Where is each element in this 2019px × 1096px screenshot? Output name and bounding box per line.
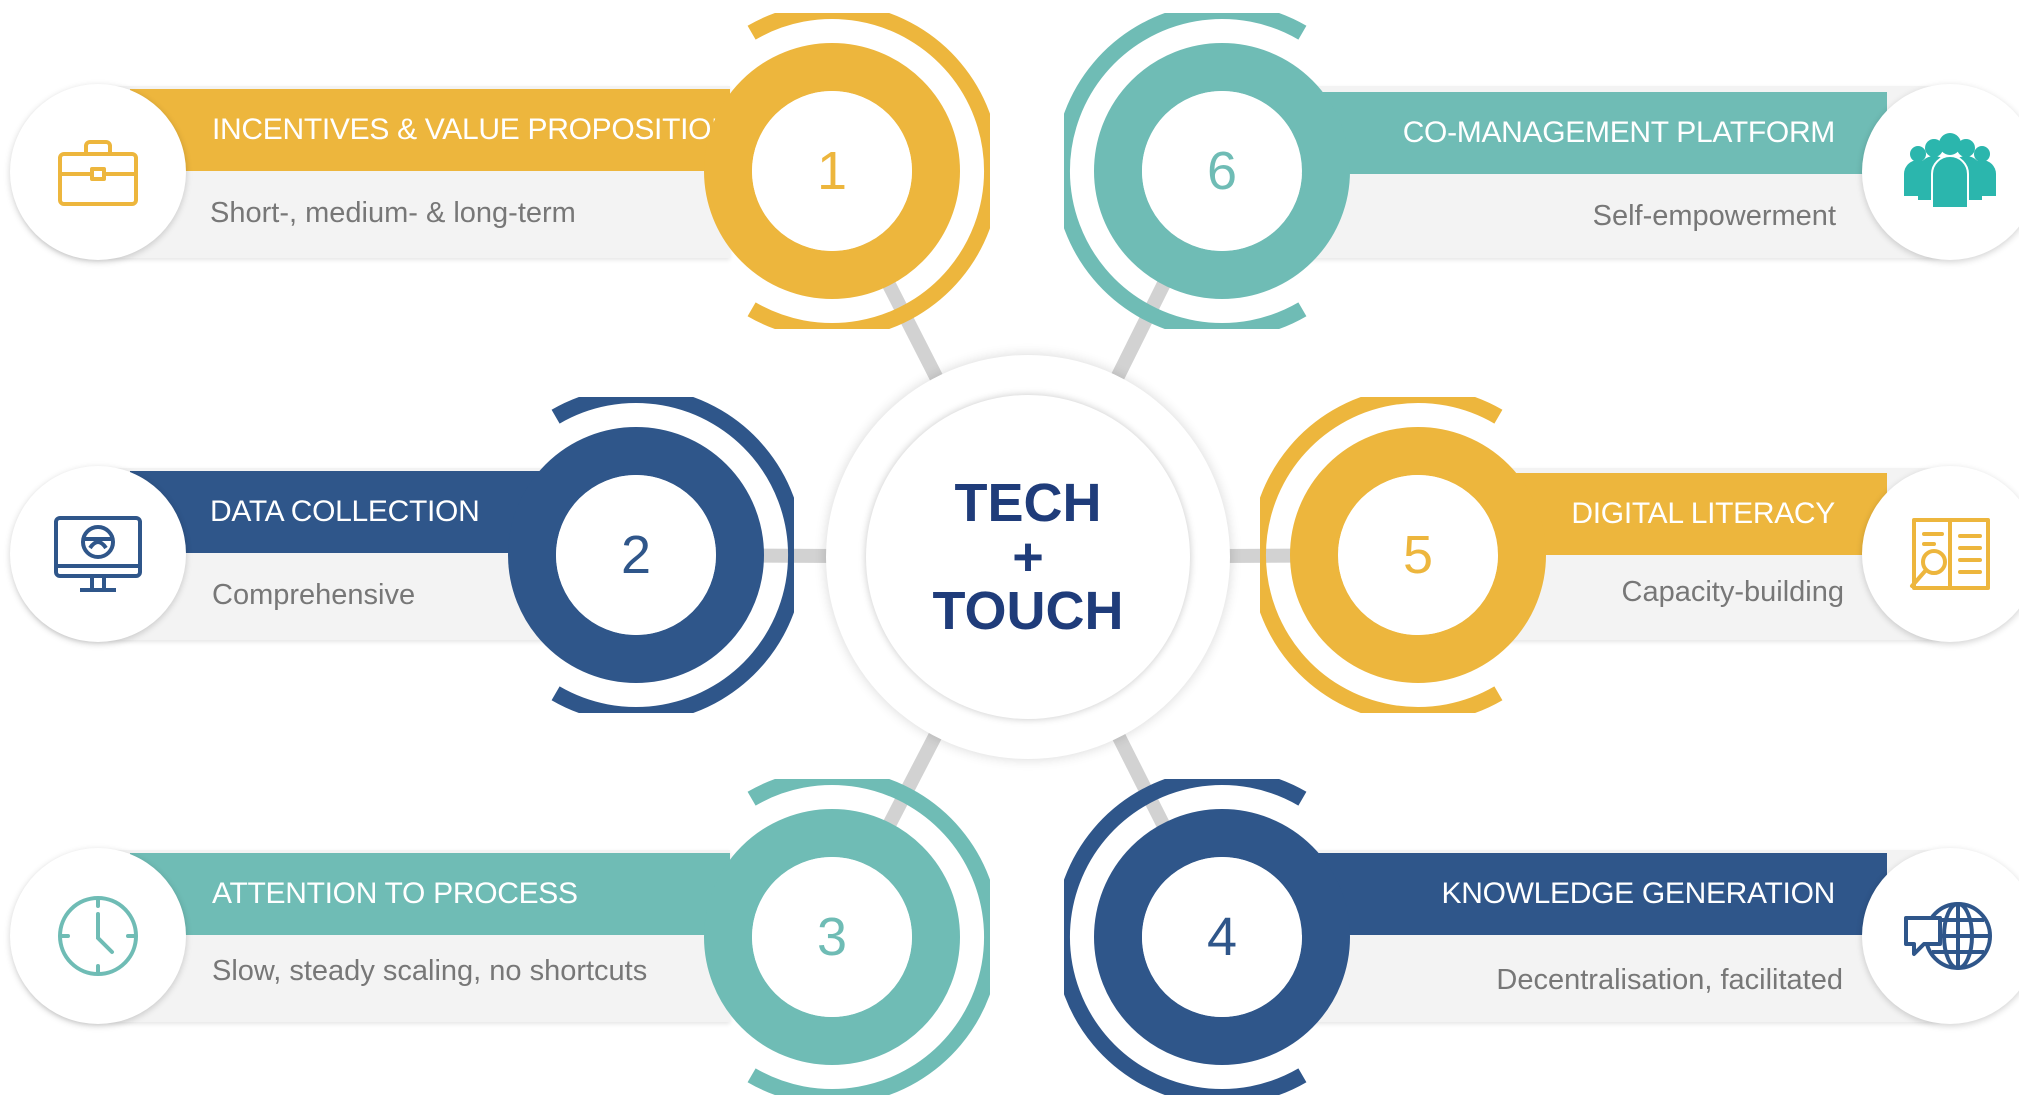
item-subtitle-3: Slow, steady scaling, no shortcuts (212, 954, 648, 987)
item-subtitle-2: Comprehensive (212, 578, 416, 611)
item-band-4: KNOWLEDGE GENERATION (1292, 853, 1887, 935)
item-ring-3: 3 (674, 779, 990, 1095)
people-group-icon (1904, 133, 1996, 209)
item-title-3: ATTENTION TO PROCESS (212, 877, 578, 910)
center-hub-inner: TECH + TOUCH (866, 395, 1190, 719)
item-subtitle-row-6: Self-empowerment (1340, 186, 1836, 246)
item-ring-2: 2 (478, 397, 794, 713)
item-subtitle-row-3: Slow, steady scaling, no shortcuts (212, 941, 712, 1001)
item-icon-badge-1 (10, 84, 186, 260)
hub-line-touch: TOUCH (932, 581, 1124, 641)
hub-line-plus: + (1012, 527, 1044, 587)
ring-graphic-3 (704, 779, 990, 1095)
ring-graphic-5 (1260, 397, 1546, 713)
item-title-6: CO-MANAGEMENT PLATFORM (1402, 116, 1836, 149)
item-band-5: DIGITAL LITERACY (1490, 473, 1887, 555)
ring-graphic-1 (704, 13, 990, 329)
item-subtitle-6: Self-empowerment (1592, 199, 1836, 232)
item-title-1: INCENTIVES & VALUE PROPOSITION (212, 113, 733, 146)
item-title-4: KNOWLEDGE GENERATION (1441, 877, 1836, 910)
item-ring-1: 1 (674, 13, 990, 329)
ring-graphic-6 (1064, 13, 1350, 329)
center-hub: TECH + TOUCH (826, 355, 1230, 759)
item-subtitle-row-4: Decentralisation, facilitated (1340, 950, 1843, 1010)
item-subtitle-4: Decentralisation, facilitated (1496, 963, 1843, 996)
item-icon-badge-2 (10, 466, 186, 642)
globe-chat-icon (1904, 902, 1992, 970)
item-number-1: 1 (816, 141, 848, 201)
briefcase-icon (58, 140, 138, 206)
clock-icon (58, 896, 138, 976)
ring-graphic-2 (508, 397, 794, 713)
hub-line-tech: TECH (954, 473, 1102, 533)
item-band-2: DATA COLLECTION (130, 471, 554, 553)
computer-monitor-icon (54, 516, 142, 592)
item-icon-badge-4 (1862, 848, 2019, 1024)
item-subtitle-row-1: Short-, medium- & long-term (210, 183, 710, 243)
item-band-6: CO-MANAGEMENT PLATFORM (1292, 92, 1887, 174)
item-number-6: 6 (1206, 141, 1238, 201)
document-search-icon (1910, 518, 1990, 590)
item-icon-badge-5 (1862, 466, 2019, 642)
item-number-2: 2 (620, 525, 652, 585)
item-subtitle-5: Capacity-building (1621, 575, 1844, 608)
item-number-3: 3 (816, 907, 848, 967)
item-ring-4: 4 (1064, 779, 1380, 1095)
item-number-4: 4 (1206, 907, 1238, 967)
item-title-5: DIGITAL LITERACY (1571, 497, 1835, 530)
item-subtitle-row-5: Capacity-building (1530, 562, 1844, 622)
item-number-5: 5 (1402, 525, 1434, 585)
item-icon-badge-6 (1862, 84, 2019, 260)
item-subtitle-row-2: Comprehensive (212, 565, 542, 625)
item-band-3: ATTENTION TO PROCESS (130, 853, 730, 935)
item-icon-badge-3 (10, 848, 186, 1024)
item-ring-6: 6 (1064, 13, 1380, 329)
item-band-1: INCENTIVES & VALUE PROPOSITION (130, 89, 733, 171)
ring-graphic-4 (1064, 779, 1350, 1095)
item-ring-5: 5 (1260, 397, 1576, 713)
item-title-2: DATA COLLECTION (210, 495, 480, 528)
item-subtitle-1: Short-, medium- & long-term (210, 196, 576, 229)
